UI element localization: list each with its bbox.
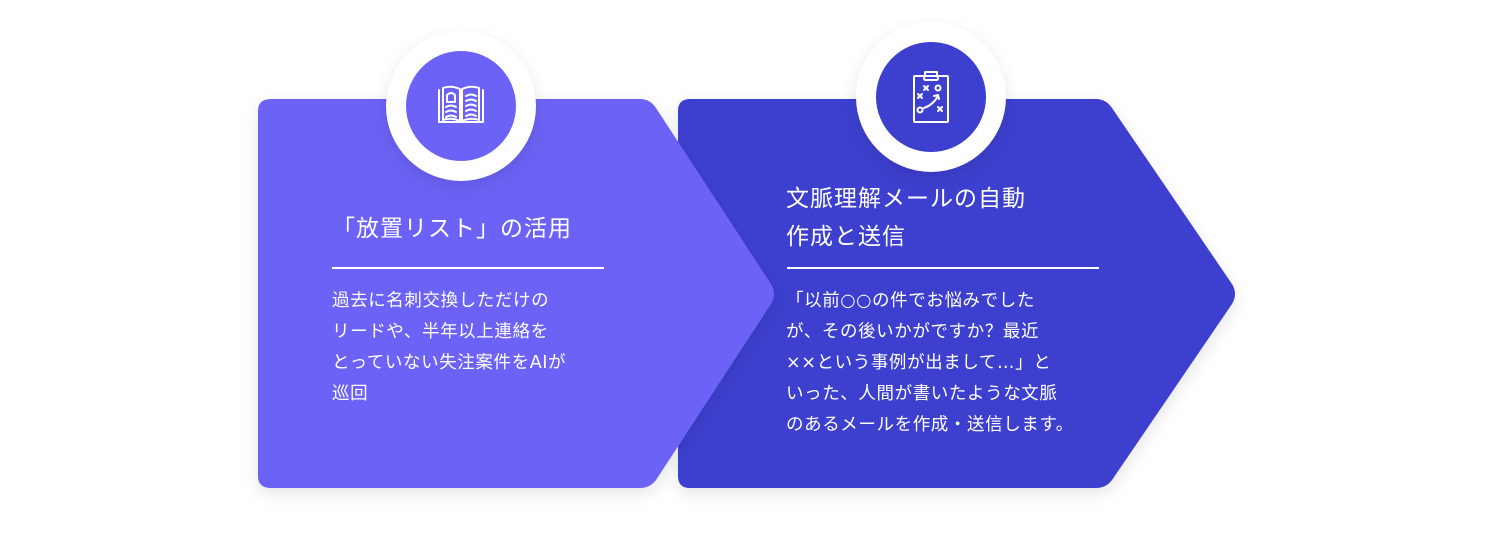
step2-arrow-panel — [678, 99, 1235, 488]
step2-content: 文脈理解メールの自動 作成と送信 — [786, 180, 1116, 256]
step1-title: 「放置リスト」の活用 — [332, 216, 572, 242]
step1-description: 過去に名刺交換しただけの リードや、半年以上連絡を とっていない失注案件をAIが… — [332, 291, 567, 404]
step2-divider — [787, 267, 1099, 269]
step1-content: 「放置リスト」の活用 — [332, 210, 622, 248]
step2-icon-badge — [856, 22, 1006, 172]
step2-title-line1: 文脈理解メールの自動 — [786, 186, 1026, 212]
step2-title-line2: 作成と送信 — [786, 224, 906, 250]
step1-divider — [332, 267, 604, 269]
step2-description: 「以前○○の件でお悩みでした が、その後いかがですか？最近 ××という事例が出ま… — [786, 291, 1074, 435]
strategy-clipboard-icon — [913, 71, 949, 123]
open-book-icon — [438, 85, 484, 123]
step1-icon-badge — [386, 31, 536, 181]
step1-arrow-panel — [258, 99, 774, 488]
